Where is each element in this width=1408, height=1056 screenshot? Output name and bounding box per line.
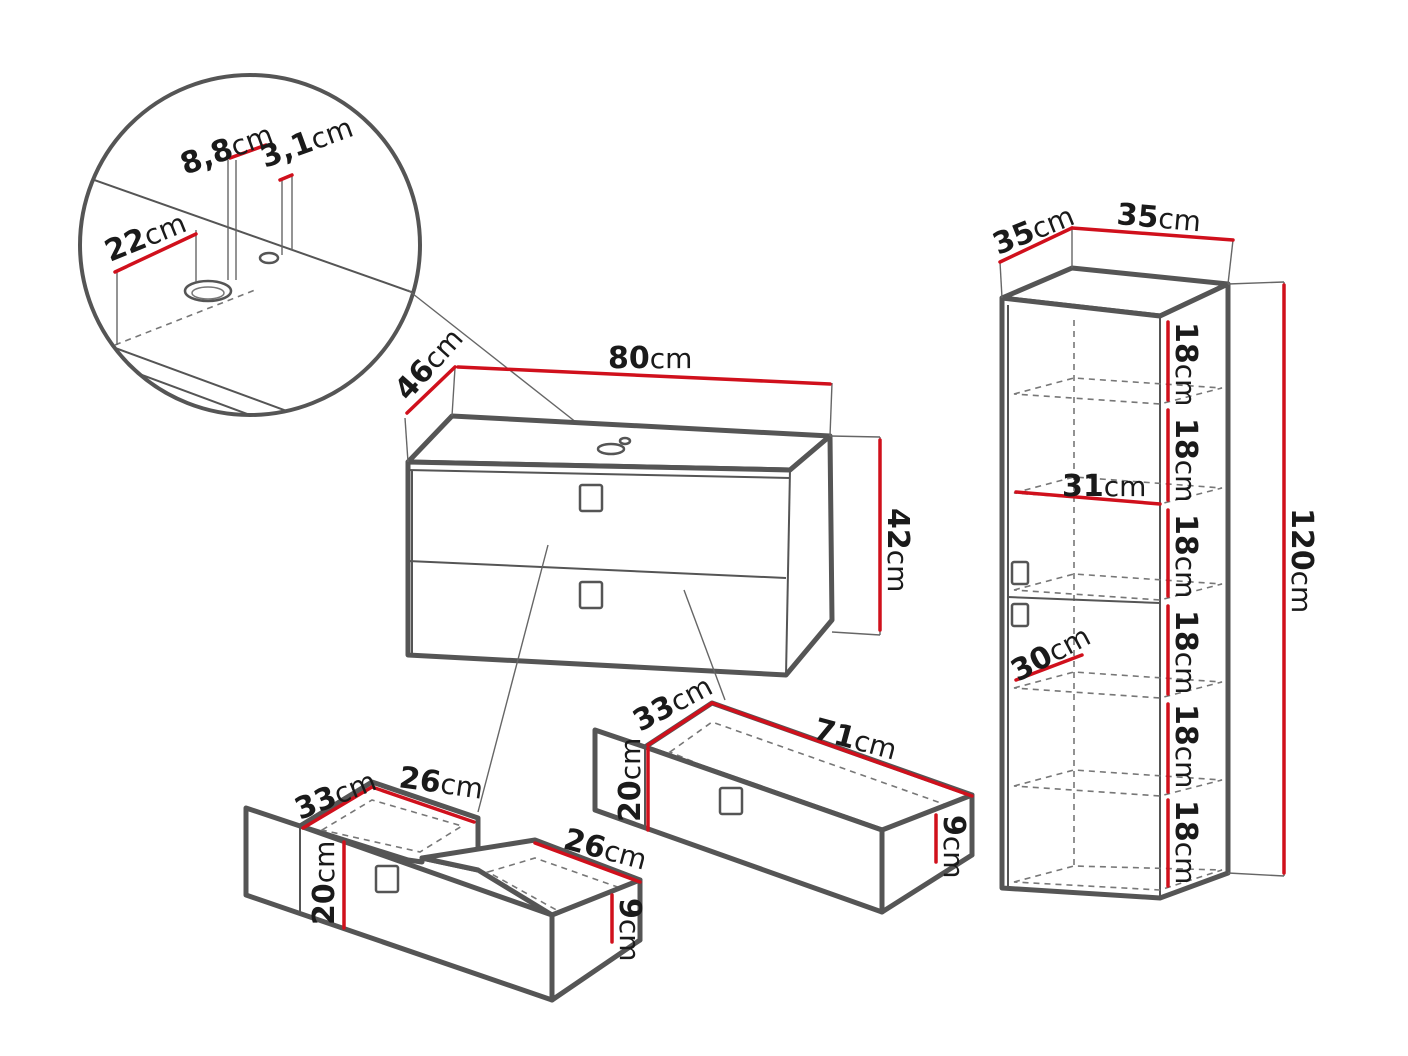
tap-hole-icon: [258, 251, 280, 265]
large-drawer-handle-icon: [718, 786, 744, 816]
small-drawer-right-width-dimension-line: [533, 841, 642, 884]
tall-cabinet-door-split: [1007, 596, 1161, 604]
large-drawer: 33cm 71cm 20cm 9cm: [592, 669, 975, 915]
hole-width-dimension-line: [113, 232, 198, 274]
vanity-cabinet: 46cm 80cm 42cm: [388, 321, 915, 813]
tall-inner-depth-dimension-line: [1014, 653, 1084, 682]
tall-cabinet: 35cm 35cm 120cm 31cm 30cm 18cm 18cm 18cm…: [988, 197, 1319, 901]
small-drawer-handle-icon: [374, 864, 400, 894]
small-drawer-left-width-dimension-line: [370, 785, 476, 824]
shelf-gap-label: 18cm: [1168, 800, 1203, 884]
shelf-gap-label: 18cm: [1168, 610, 1203, 694]
large-drawer-inner-height-label: 9cm: [936, 815, 971, 879]
tall-inner-width-label: 31cm: [1062, 469, 1146, 504]
shelf-gap-label: 18cm: [1168, 704, 1203, 788]
small-drawer-front-height-label: 20cm: [307, 841, 342, 925]
vanity-depth-label: 46cm: [388, 321, 470, 407]
tall-width-label: 35cm: [1115, 197, 1202, 239]
shelf-gap-label: 18cm: [1168, 514, 1203, 598]
small-drawer-depth-dimension-line: [301, 785, 374, 830]
shelf-gap-label: 18cm: [1168, 418, 1203, 502]
countertop-front-edge: [80, 334, 420, 415]
small-drawer-leader: [477, 544, 549, 813]
small-drawer-left-width-label: 26cm: [397, 760, 485, 806]
large-drawer-front-height-label: 20cm: [613, 738, 648, 822]
small-drawer: 33cm 26cm 26cm 20cm 9cm: [243, 760, 650, 1003]
tap-hole-dimension-line: [278, 173, 294, 182]
tall-cabinet-shelves: [1013, 320, 1223, 891]
tall-width-dimension-line: [1070, 226, 1235, 242]
upper-drawer-handle-icon: [578, 483, 604, 513]
vanity-width-label: 80cm: [608, 341, 692, 376]
lower-door-handle-icon: [1010, 602, 1030, 628]
tap-hole-icon: [618, 436, 632, 446]
drawer-divider: [407, 560, 787, 579]
countertop-back-edge: [80, 174, 420, 296]
zoom-detail: 22cm 8,8cm 3,1cm: [78, 73, 606, 446]
large-drawer-width-dimension-line: [710, 701, 974, 798]
upper-door-handle-icon: [1010, 560, 1030, 586]
shelf-gap-label: 18cm: [1168, 322, 1203, 406]
small-drawer-inner-height-label: 9cm: [612, 898, 647, 962]
large-drawer-leader: [683, 589, 726, 701]
tall-depth-label: 35cm: [988, 198, 1079, 262]
tall-depth-dimension-line: [998, 226, 1074, 264]
tall-inner-width-dimension-line: [1014, 490, 1162, 506]
lower-drawer-handle-icon: [578, 580, 604, 610]
vanity-height-label: 42cm: [880, 508, 915, 592]
sink-hole-icon: [596, 442, 626, 456]
large-drawer-depth-dimension-line: [646, 701, 714, 747]
vanity-width-dimension-line: [456, 365, 832, 386]
sink-hole-icon: [183, 279, 233, 303]
vanity-depth-dimension-line: [405, 365, 457, 415]
hole-offset-dimension-line: [228, 143, 268, 160]
tall-height-label: 120cm: [1284, 508, 1319, 613]
